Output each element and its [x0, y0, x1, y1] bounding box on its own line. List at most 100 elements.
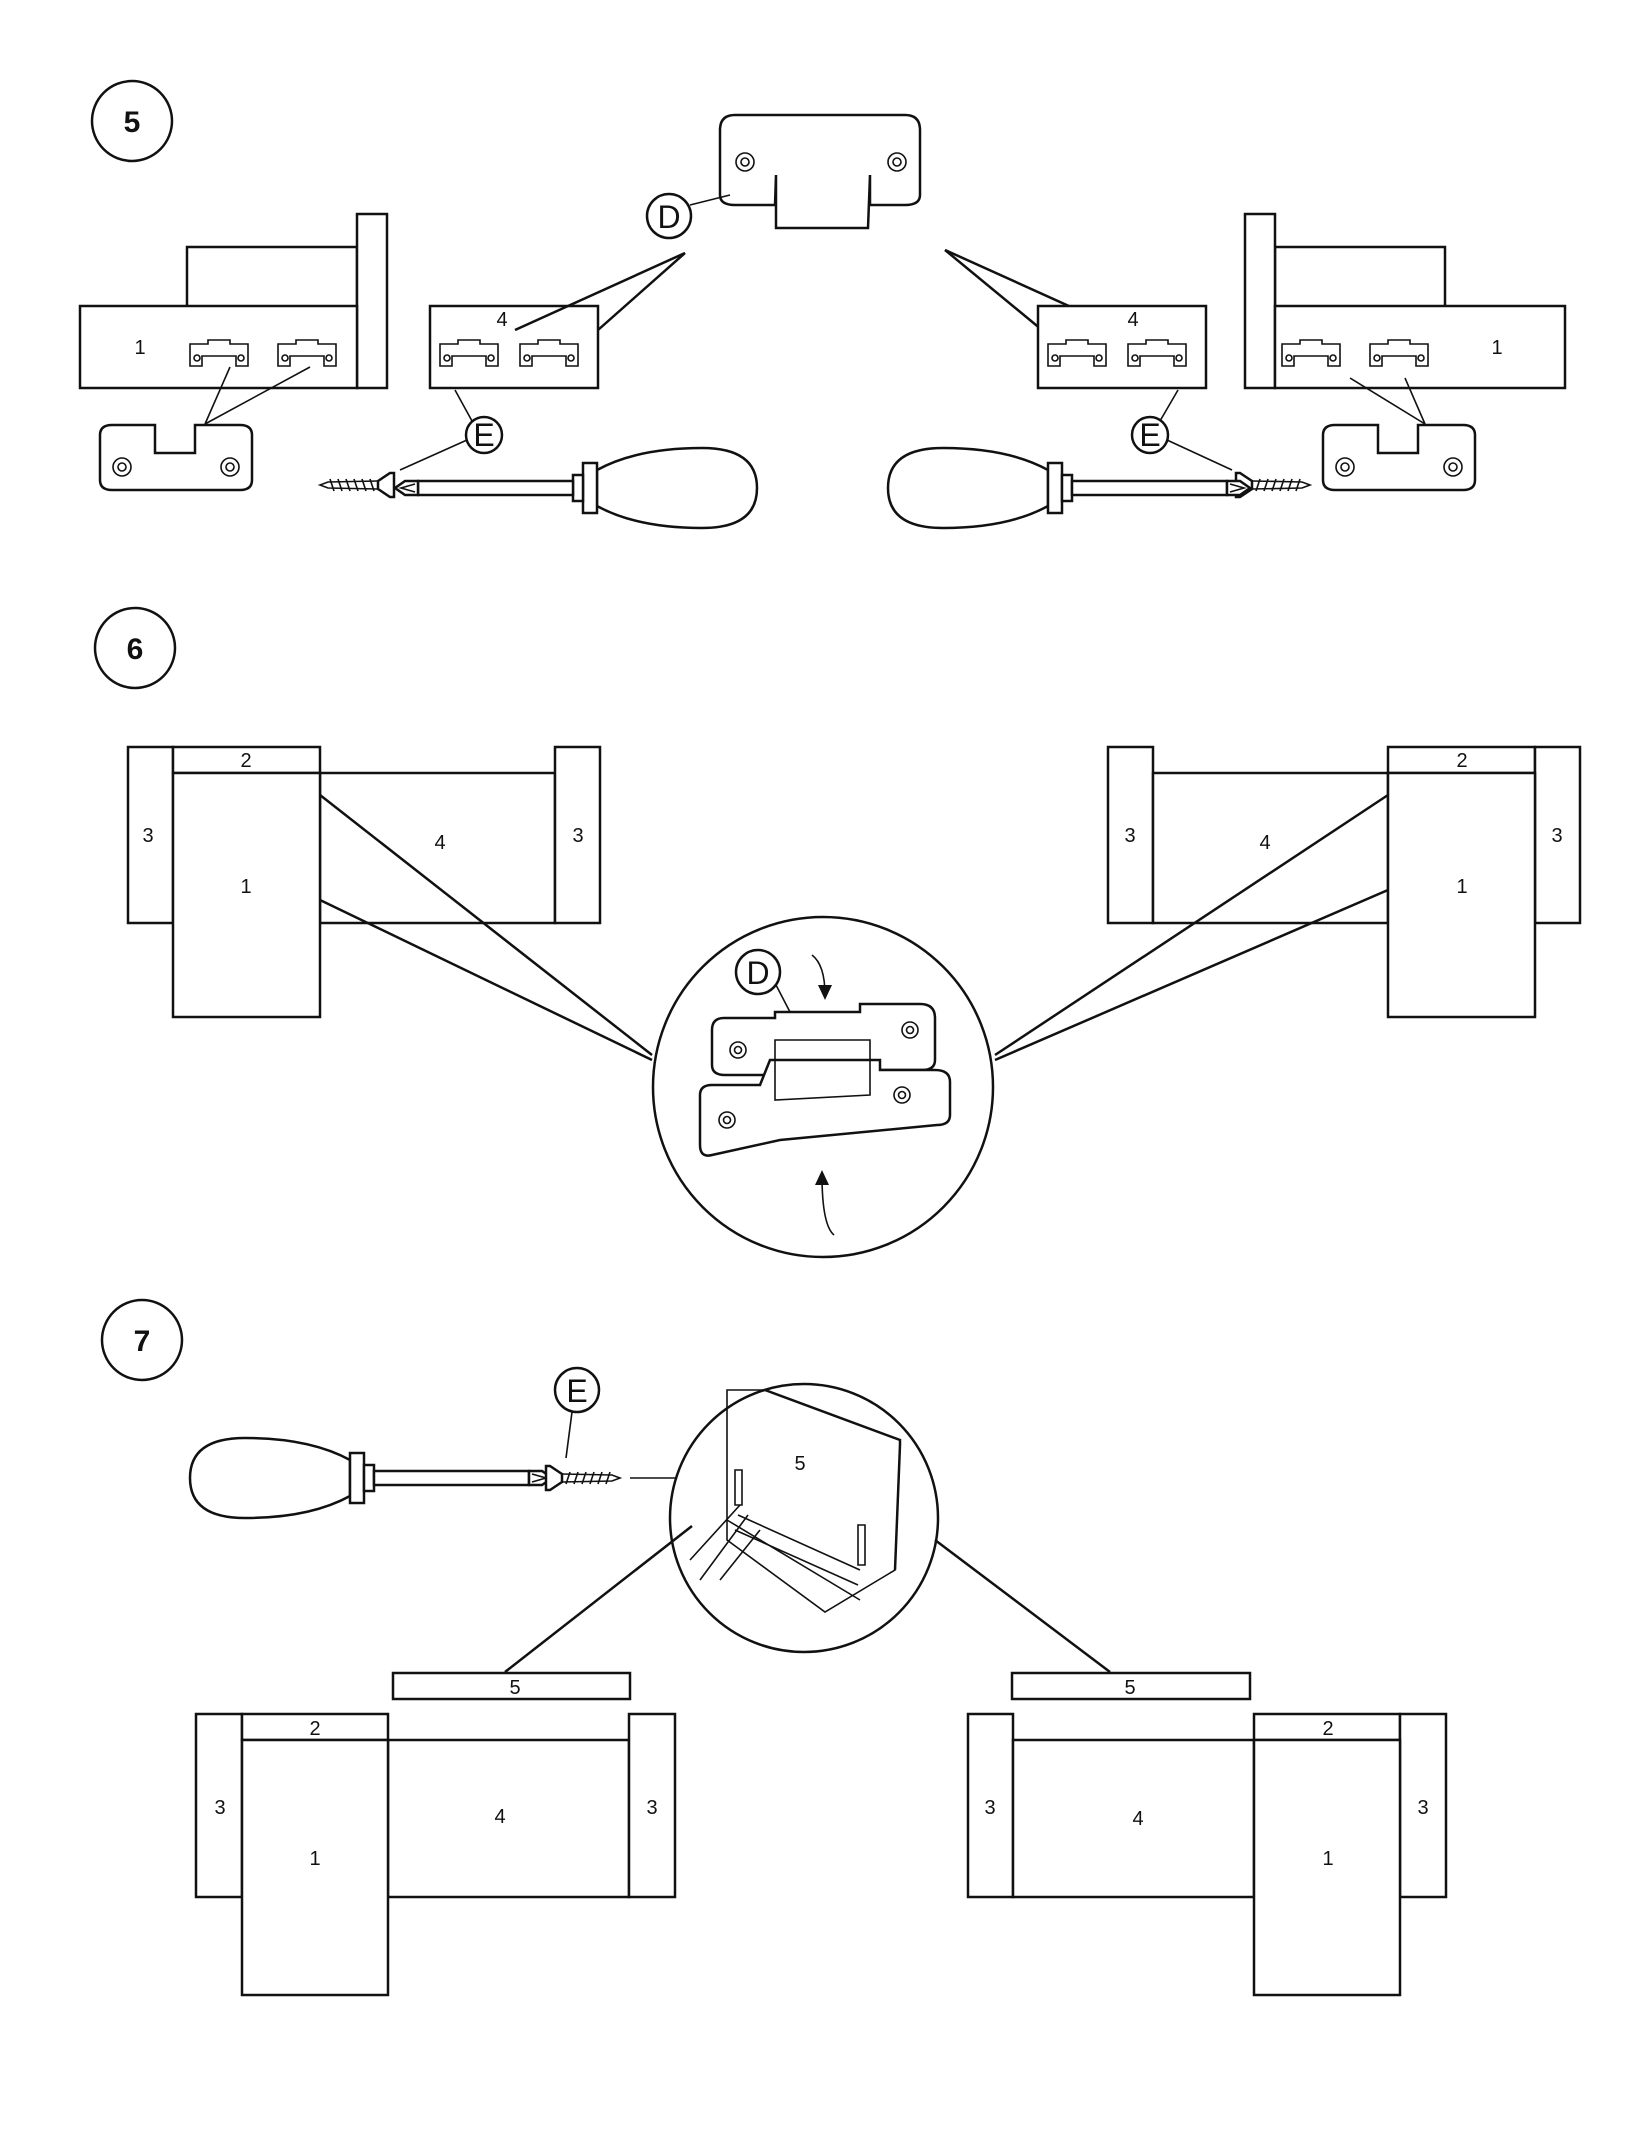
left-panel4-leader	[454, 389, 473, 422]
s6-left-leader-b	[319, 898, 653, 1062]
left-side-panel	[355, 212, 389, 390]
s7-right-panel-1-label: 1	[1322, 1848, 1333, 1870]
s6-arrow-bottom-head	[815, 1170, 829, 1185]
bracket-d-letter: D	[657, 199, 680, 235]
s6-left-panel-1	[171, 771, 322, 1019]
left-screw-callout	[464, 415, 504, 455]
left-bracket-leader-b	[204, 366, 311, 425]
s7-screwdriver	[188, 1436, 554, 1520]
left-panel-4	[428, 304, 600, 390]
left-screw-letter: E	[473, 417, 494, 453]
s7-right-leader	[934, 1539, 1111, 1673]
s7-left-panel-5-label: 5	[509, 1677, 520, 1699]
s7-left-panel-2-label: 2	[309, 1718, 320, 1740]
s6-right-leader-b	[994, 888, 1389, 1062]
step-5-number: 5	[124, 106, 141, 139]
step-7-badge	[100, 1298, 184, 1382]
right-large-bracket	[1321, 423, 1477, 492]
step-7: 7 E 5 5 3 2 4 3 1	[100, 1298, 1448, 1997]
right-panel-4	[1036, 304, 1208, 390]
right-screw-leader	[1166, 439, 1233, 471]
s6-left-panel-3b	[553, 745, 602, 925]
step-6-number: 6	[127, 633, 144, 666]
step-6: 6 3 2 4 3 1 3 4 2 3 1	[93, 606, 1582, 1259]
s6-left-panel-2	[171, 745, 322, 775]
right-panel-1	[1273, 304, 1567, 390]
s7-right-panel-1	[1252, 1738, 1402, 1997]
s7-left-panel-2	[240, 1712, 390, 1742]
s6-arrow-top-head	[818, 985, 832, 1000]
step-7-number: 7	[134, 1325, 151, 1358]
s7-left-panel-3b	[627, 1712, 677, 1899]
right-screw-letter: E	[1139, 417, 1160, 453]
s6-right-panel-4-label: 4	[1259, 832, 1270, 854]
s7-right-panel-3b-label: 3	[1417, 1797, 1428, 1819]
s7-left-panel-3a	[194, 1712, 244, 1899]
right-side-panel	[1243, 212, 1277, 390]
bracket-d-right-line-a	[944, 249, 1043, 331]
left-screw-leader	[399, 439, 468, 471]
s6-right-panel-1-label: 1	[1456, 876, 1467, 898]
left-panel-1-label: 1	[134, 337, 145, 359]
s7-right-panel-4	[1011, 1738, 1256, 1899]
step-5-badge	[90, 79, 174, 163]
s6-left-panel-2-label: 2	[240, 750, 251, 772]
s7-right-panel-4-label: 4	[1132, 1808, 1143, 1830]
left-bracket-leader-a	[204, 366, 231, 425]
bracket-d-left-line-b	[597, 252, 686, 331]
right-bracket-leader-a	[1349, 377, 1426, 425]
left-large-bracket	[98, 423, 254, 492]
left-panel-4-label: 4	[496, 309, 507, 331]
s6-left-panel-3a-label: 3	[142, 825, 153, 847]
s6-right-panel-3a	[1106, 745, 1155, 925]
s7-screw-callout	[553, 1366, 601, 1414]
s7-screw-letter: E	[566, 1373, 587, 1409]
left-screwdriver	[393, 446, 759, 530]
right-screw-callout	[1130, 415, 1170, 455]
step-6-badge	[93, 606, 177, 690]
s6-left-panel-3b-label: 3	[572, 825, 583, 847]
s7-left-panel-3a-label: 3	[214, 1797, 225, 1819]
s6-bracket-d-letter: D	[746, 955, 769, 991]
bracket-d-left-line-a	[514, 251, 686, 332]
s6-left-leader-a	[319, 794, 653, 1056]
s7-left-panel-4	[386, 1738, 631, 1899]
s7-left-panel-3b-label: 3	[646, 1797, 657, 1819]
right-screwdriver	[886, 446, 1252, 530]
bracket-d-callout	[645, 192, 693, 240]
s6-interlocked-bracket	[698, 1002, 952, 1157]
top-bracket-d	[718, 113, 922, 230]
right-panel4-leader	[1159, 389, 1179, 422]
s7-left-leader	[504, 1525, 693, 1673]
s7-left-panel-4-label: 4	[494, 1806, 505, 1828]
s7-left-panel-5	[391, 1671, 632, 1701]
s7-right-panel-2-label: 2	[1322, 1718, 1333, 1740]
right-panel-1-label: 1	[1491, 337, 1502, 359]
s7-right-panel-3a-label: 3	[984, 1797, 995, 1819]
s7-right-panel-5	[1010, 1671, 1252, 1701]
step-5: 5 1 4 E D	[78, 79, 1567, 530]
s6-right-panel-3b-label: 3	[1551, 825, 1562, 847]
left-panel-1	[78, 304, 359, 390]
s7-screw-leader	[565, 1411, 573, 1459]
s7-right-panel-5-label: 5	[1124, 1677, 1135, 1699]
s6-left-panel-1-label: 1	[240, 876, 251, 898]
left-screw	[318, 471, 396, 499]
s7-detail-content	[689, 1388, 902, 1613]
right-panel-4-label: 4	[1127, 309, 1138, 331]
s6-left-panel-4-label: 4	[434, 832, 445, 854]
s7-left-panel-1	[240, 1738, 390, 1997]
s6-right-panel-2-label: 2	[1456, 750, 1467, 772]
s7-screw	[544, 1464, 622, 1492]
s6-right-panel-3b	[1533, 745, 1582, 925]
s6-bracket-d-callout	[734, 948, 782, 996]
bracket-d-leader	[689, 194, 731, 206]
s6-right-leader-a	[994, 793, 1389, 1057]
s6-bracket-d-leader	[775, 984, 791, 1013]
s6-right-panel-3a-label: 3	[1124, 825, 1135, 847]
right-bracket-leader-b	[1404, 377, 1426, 425]
s7-left-panel-1-label: 1	[309, 1848, 320, 1870]
s7-detail-panel-label: 5	[794, 1453, 805, 1475]
